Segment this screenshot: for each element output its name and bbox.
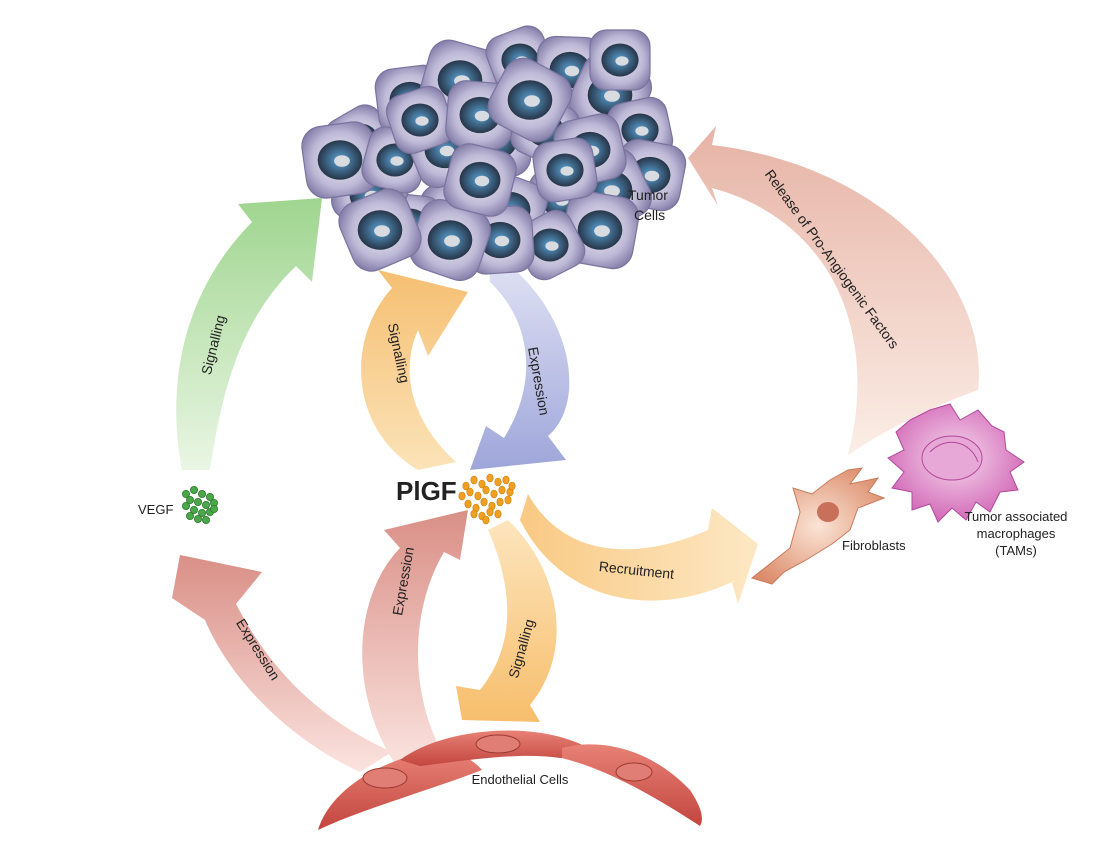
tumor-label-line1: Tumor [628,187,668,203]
vegf-dot [181,489,190,498]
tumor-label-line2: Cells [634,207,665,223]
fibroblast-cell [750,467,886,585]
plgf-dot [498,485,506,495]
tumor-cell [487,57,573,143]
tumor-cell [589,29,651,91]
plgf-dot [470,475,478,485]
plgf-dot [480,497,488,507]
arrow-endothelial-to-vegf [172,555,392,772]
vegf-molecules [181,485,218,525]
tumor-cell [385,85,455,155]
plgf-dot [474,491,482,501]
tams-label-line2: macrophages [977,526,1056,541]
plgf-dot [486,473,494,483]
vegf-dot [189,505,198,514]
vegf-dot [185,495,194,504]
plgf-dot [490,489,498,499]
plgf-dot [464,499,472,509]
plgf-dot [482,485,490,495]
plgf-dot [466,487,474,497]
fibroblasts-label: Fibroblasts [842,538,906,553]
arrow-plgf-to-endothelial [456,520,557,722]
plgf-dot [462,481,470,491]
vegf-label: VEGF [138,502,173,517]
plgf-dot [458,491,466,501]
plgf-dot [508,481,516,491]
plgf-molecules [458,473,516,525]
tam-cell [887,403,1025,523]
tams-label-line3: (TAMs) [995,543,1037,558]
tumor-cell-cluster [301,25,687,281]
vegf-dot [189,485,198,494]
plgf-dot [478,479,486,489]
vegf-dot [201,516,210,525]
plgf-dot [470,509,478,519]
tumor-cell [532,137,598,203]
plgf-dot [494,477,502,487]
arrow-vegf-to-tumor [176,198,322,470]
plgf-dot [502,475,510,485]
vegf-dot [193,497,202,506]
arrow-endothelial-to-plgf [362,510,468,768]
endothelial-label: Endothelial Cells [472,772,569,787]
arrow-tumor-to-plgf [470,250,570,470]
tumor-cell [338,188,422,272]
vegf-dot [181,501,190,510]
vegf-dot [197,489,206,498]
vegf-dot [209,504,218,513]
tumor-cell [301,121,379,199]
vegf-dot [185,512,194,521]
endothelial-cells [318,730,702,830]
vegf-dot [201,500,210,509]
label-plgf-to-fibroblasts: Recruitment [598,558,675,582]
tumor-cell [443,143,517,217]
plgf-dot [494,509,502,519]
plgf-dot [496,497,504,507]
vegf-dot [193,515,202,524]
plgf-label: PlGF [396,476,457,506]
vegf-dot [197,508,206,517]
vegf-dot [205,492,214,501]
tumor-cell [409,199,491,281]
arrow-tams-to-tumor [688,126,979,455]
plgf-dot [482,515,490,525]
arrow-plgf-to-fibroblasts [520,494,758,604]
arrow-plgf-to-tumor [361,270,468,470]
plgf-dot [486,507,494,517]
plgf-dot [504,495,512,505]
tams-label-line1: Tumor associated [965,509,1068,524]
